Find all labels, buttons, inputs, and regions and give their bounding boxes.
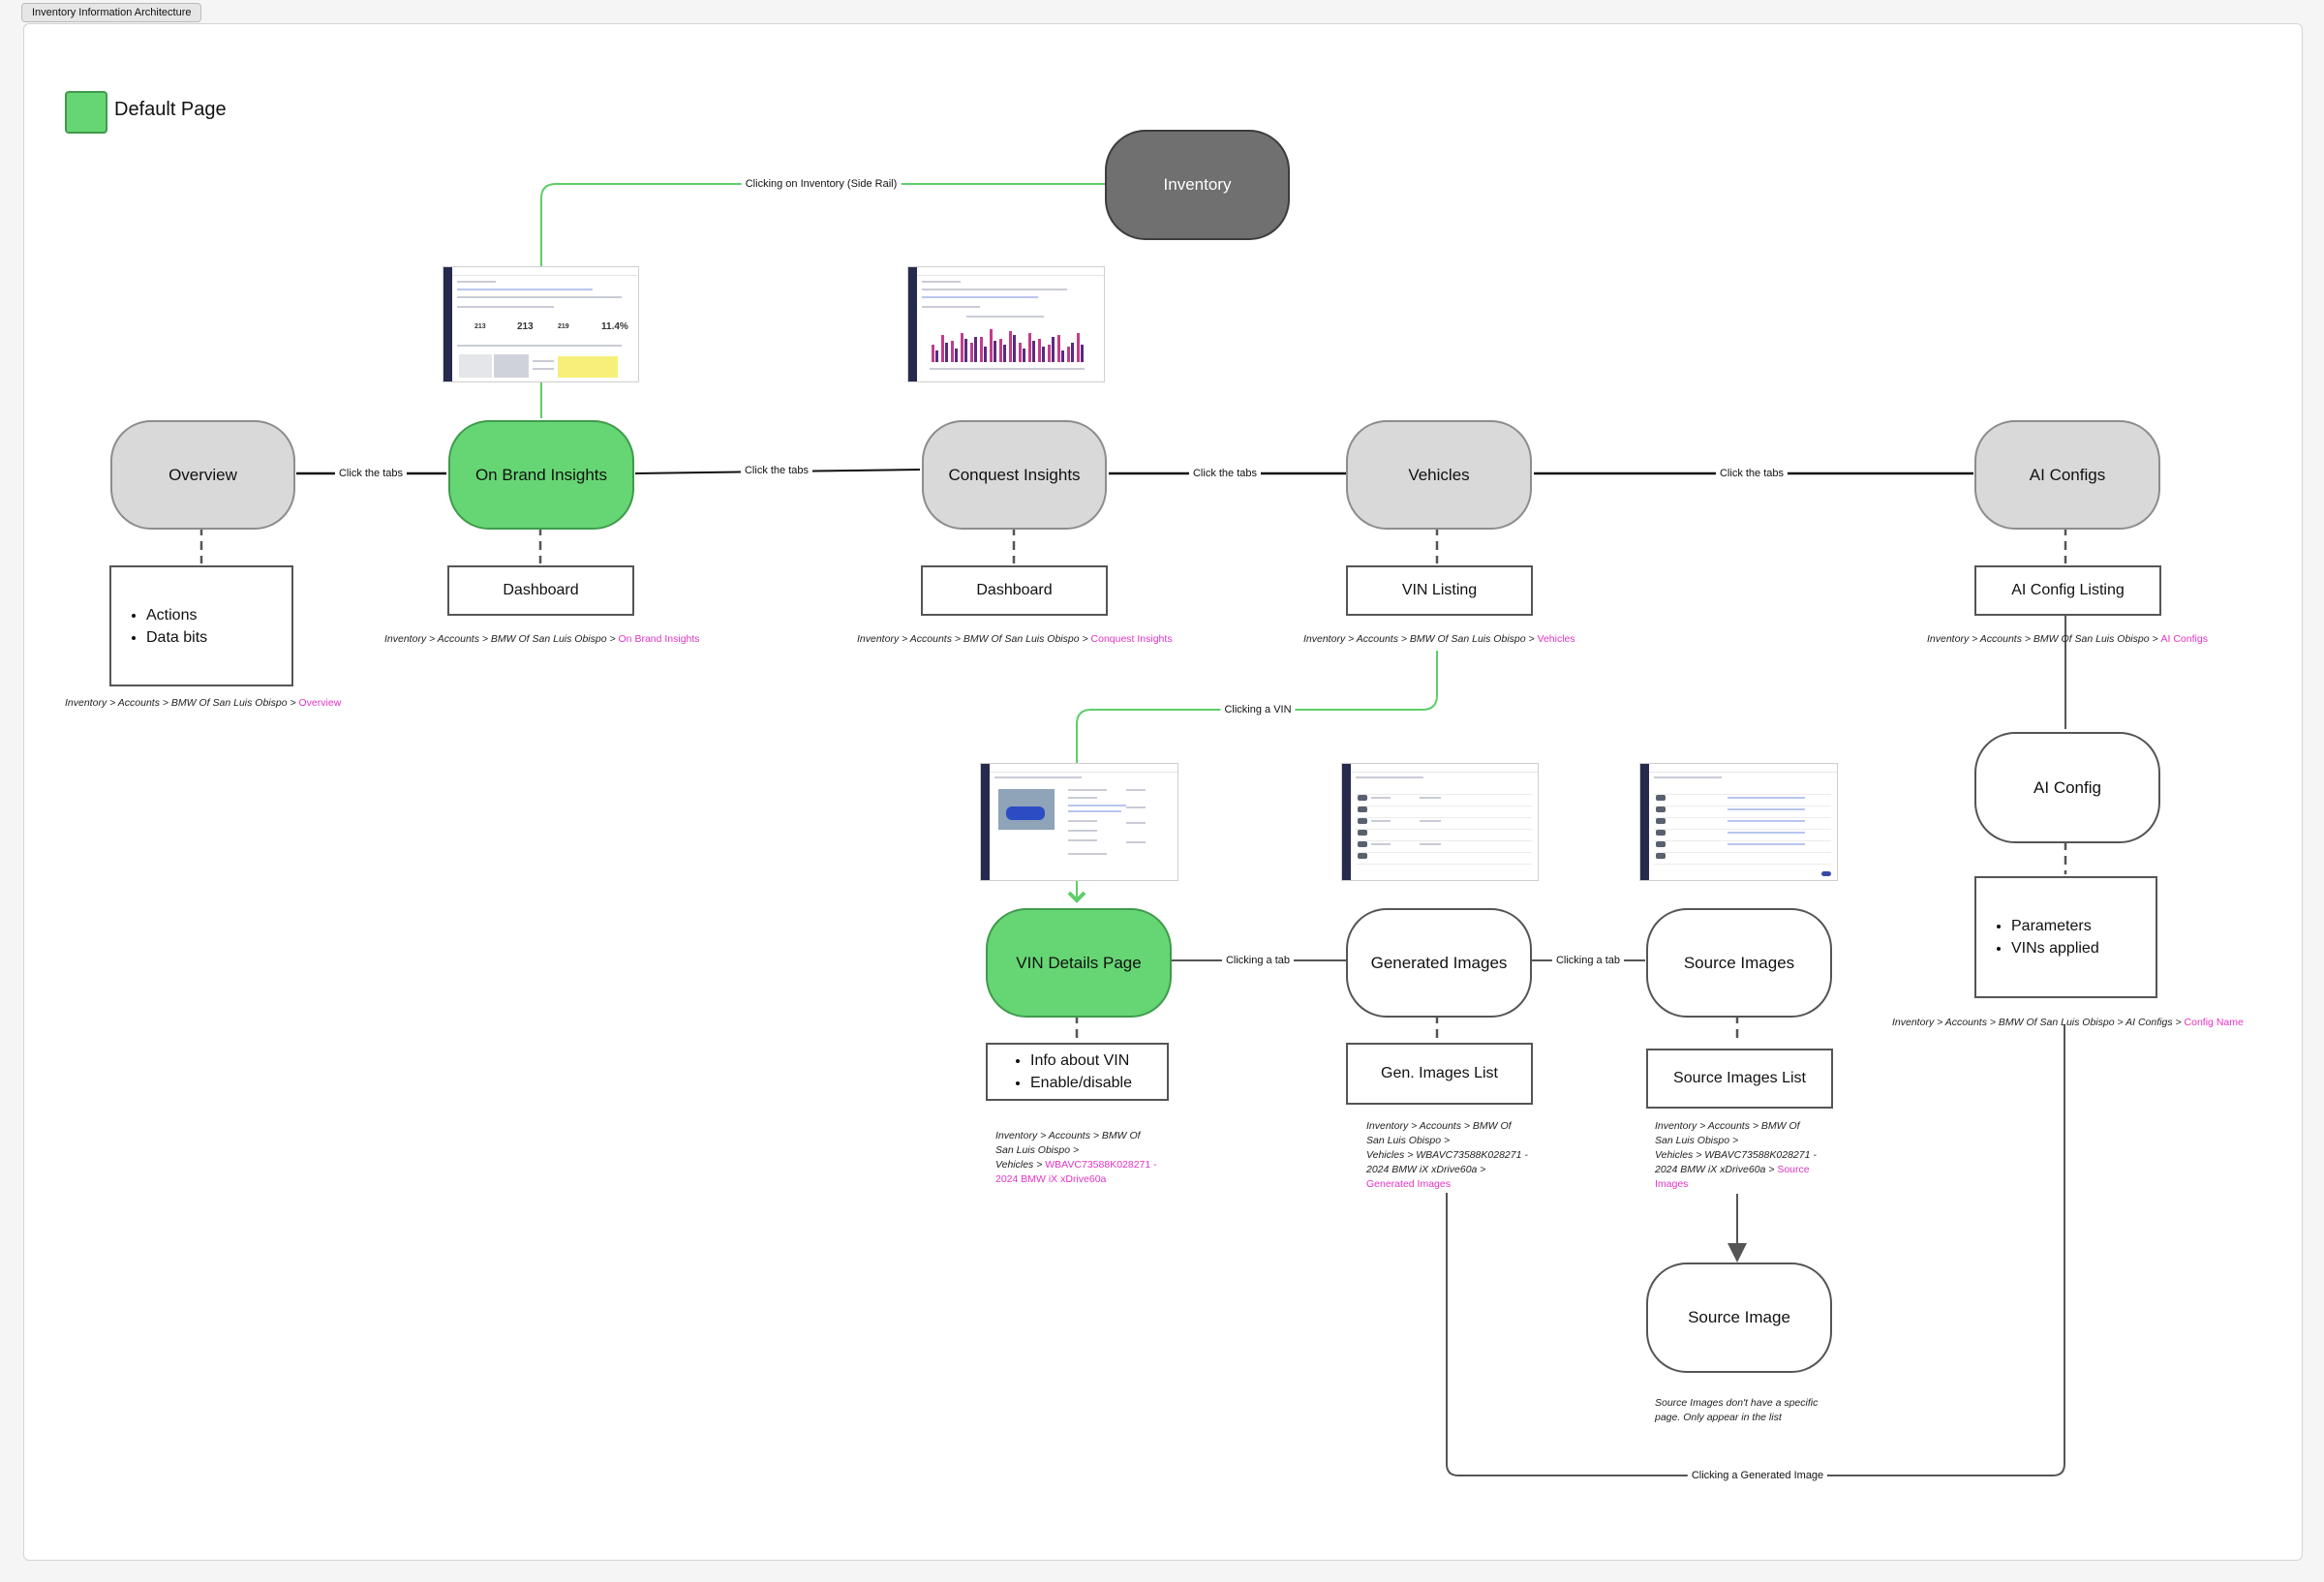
breadcrumb-ai-config: Inventory > Accounts > BMW Of San Luis O… bbox=[1892, 1016, 2244, 1030]
breadcrumb-vehicles: Inventory > Accounts > BMW Of San Luis O… bbox=[1303, 632, 1575, 647]
breadcrumb-line: Inventory > Accounts > BMW Of bbox=[995, 1130, 1141, 1141]
breadcrumb-current[interactable]: WBAVC73588K028271 - bbox=[1045, 1159, 1157, 1171]
on-brand-insights-thumbnail[interactable]: 213 213 219 11.4% bbox=[443, 266, 639, 382]
source-image-node[interactable]: Source Image bbox=[1646, 1263, 1832, 1373]
edge-label-clicking-generated-image: Clicking a Generated Image bbox=[1687, 1470, 1828, 1481]
conquest-insights-node[interactable]: Conquest Insights bbox=[922, 420, 1107, 530]
breadcrumb-line: Vehicles > WBAVC73588K028271 - bbox=[1366, 1149, 1528, 1161]
breadcrumb-path: Inventory > Accounts > BMW Of San Luis O… bbox=[65, 697, 299, 709]
stat-value: 11.4% bbox=[601, 321, 628, 332]
edge-label-clicking-tab: Clicking a tab bbox=[1551, 955, 1625, 966]
vin-details-thumbnail[interactable] bbox=[980, 763, 1178, 881]
legend-default-page-swatch bbox=[65, 91, 107, 134]
ai-config-detail-item: Parameters bbox=[2011, 915, 2099, 937]
breadcrumb-path: Inventory > Accounts > BMW Of San Luis O… bbox=[857, 633, 1091, 645]
overview-detail-item: Actions bbox=[146, 604, 207, 626]
vin-detail-item: Info about VIN bbox=[1030, 1050, 1132, 1072]
stat-value: 213 bbox=[474, 323, 486, 330]
breadcrumb-path: Inventory > Accounts > BMW Of San Luis O… bbox=[1303, 633, 1538, 645]
breadcrumb-generated-images: Inventory > Accounts > BMW Of San Luis O… bbox=[1366, 1119, 1528, 1192]
edge-label-click-tabs: Click the tabs bbox=[740, 465, 813, 476]
source-images-node[interactable]: Source Images bbox=[1646, 908, 1832, 1018]
source-images-thumbnail[interactable] bbox=[1639, 763, 1838, 881]
breadcrumb-path: Inventory > Accounts > BMW Of San Luis O… bbox=[1892, 1017, 2185, 1028]
canvas-title-tab[interactable]: Inventory Information Architecture bbox=[21, 3, 202, 22]
edge-label-click-tabs: Click the tabs bbox=[334, 468, 408, 479]
vin-detail-item: Enable/disable bbox=[1030, 1072, 1132, 1094]
ai-config-listing-box[interactable]: AI Config Listing bbox=[1974, 565, 2161, 616]
breadcrumb-source-images: Inventory > Accounts > BMW Of San Luis O… bbox=[1655, 1119, 1817, 1192]
breadcrumb-current[interactable]: Images bbox=[1655, 1178, 1689, 1190]
breadcrumb-conquest: Inventory > Accounts > BMW Of San Luis O… bbox=[857, 632, 1173, 647]
breadcrumb-line: 2024 BMW iX xDrive60a > bbox=[1366, 1164, 1486, 1175]
overview-detail-item: Data bits bbox=[146, 626, 207, 649]
legend-default-page-label: Default Page bbox=[114, 99, 227, 120]
breadcrumb-current[interactable]: Overview bbox=[298, 697, 342, 709]
overview-node[interactable]: Overview bbox=[110, 420, 295, 530]
note-line: page. Only appear in the list bbox=[1655, 1412, 1782, 1423]
on-brand-dashboard-box[interactable]: Dashboard bbox=[447, 565, 634, 616]
stat-value: 219 bbox=[558, 323, 569, 330]
breadcrumb-line: San Luis Obispo > bbox=[995, 1144, 1080, 1156]
side-rail-connector bbox=[540, 183, 1106, 418]
stat-value: 213 bbox=[517, 321, 534, 332]
overview-details-box: Actions Data bits bbox=[109, 565, 293, 686]
breadcrumb-line: San Luis Obispo > bbox=[1655, 1135, 1739, 1146]
breadcrumb-line: San Luis Obispo > bbox=[1366, 1135, 1451, 1146]
breadcrumb-current[interactable]: On Brand Insights bbox=[618, 633, 700, 645]
edge-label-click-tabs: Click the tabs bbox=[1188, 468, 1262, 479]
ai-config-detail-item: VINs applied bbox=[2011, 937, 2099, 959]
breadcrumb-current[interactable]: AI Configs bbox=[2160, 633, 2208, 645]
conquest-dashboard-box[interactable]: Dashboard bbox=[921, 565, 1108, 616]
source-image-note: Source Images don't have a specific page… bbox=[1655, 1396, 1818, 1425]
breadcrumb-path: Inventory > Accounts > BMW Of San Luis O… bbox=[384, 633, 619, 645]
generated-images-node[interactable]: Generated Images bbox=[1346, 908, 1532, 1018]
breadcrumb-path: Inventory > Accounts > BMW Of San Luis O… bbox=[1927, 633, 2161, 645]
breadcrumb-current[interactable]: Generated Images bbox=[1366, 1178, 1451, 1190]
source-images-list-box[interactable]: Source Images List bbox=[1646, 1049, 1833, 1109]
vin-listing-box[interactable]: VIN Listing bbox=[1346, 565, 1533, 616]
on-brand-insights-node[interactable]: On Brand Insights bbox=[448, 420, 634, 530]
vin-details-page-node[interactable]: VIN Details Page bbox=[986, 908, 1172, 1018]
breadcrumb-current[interactable]: Vehicles bbox=[1537, 633, 1575, 645]
breadcrumb-line: Vehicles > bbox=[995, 1159, 1046, 1171]
breadcrumb-line: Vehicles > WBAVC73588K028271 - bbox=[1655, 1149, 1817, 1161]
breadcrumb-line: Inventory > Accounts > BMW Of bbox=[1655, 1120, 1800, 1132]
breadcrumb-overview: Inventory > Accounts > BMW Of San Luis O… bbox=[65, 696, 341, 711]
edge-label-clicking-vin: Clicking a VIN bbox=[1220, 704, 1296, 715]
edge-label-clicking-tab: Clicking a tab bbox=[1221, 955, 1295, 966]
breadcrumb-current[interactable]: 2024 BMW iX xDrive60a bbox=[995, 1173, 1107, 1185]
generated-images-thumbnail[interactable] bbox=[1341, 763, 1539, 881]
edge-label-side-rail: Clicking on Inventory (Side Rail) bbox=[741, 178, 902, 190]
gen-images-list-box[interactable]: Gen. Images List bbox=[1346, 1043, 1533, 1105]
breadcrumb-ai-configs: Inventory > Accounts > BMW Of San Luis O… bbox=[1927, 632, 2208, 647]
ai-configs-node[interactable]: AI Configs bbox=[1974, 420, 2160, 530]
vin-details-box: Info about VIN Enable/disable bbox=[986, 1043, 1169, 1101]
ai-config-node[interactable]: AI Config bbox=[1974, 732, 2160, 843]
breadcrumb-line: 2024 BMW iX xDrive60a > bbox=[1655, 1164, 1778, 1175]
breadcrumb-current[interactable]: Conquest Insights bbox=[1090, 633, 1173, 645]
ai-config-details-box: Parameters VINs applied bbox=[1974, 876, 2157, 998]
note-line: Source Images don't have a specific bbox=[1655, 1397, 1819, 1409]
edge-label-click-tabs: Click the tabs bbox=[1715, 468, 1789, 479]
conquest-insights-thumbnail[interactable] bbox=[907, 266, 1105, 382]
breadcrumb-current[interactable]: Source bbox=[1777, 1164, 1810, 1175]
inventory-node[interactable]: Inventory bbox=[1105, 130, 1290, 240]
breadcrumb-on-brand: Inventory > Accounts > BMW Of San Luis O… bbox=[384, 632, 700, 647]
breadcrumb-vin-details: Inventory > Accounts > BMW Of San Luis O… bbox=[995, 1129, 1157, 1187]
breadcrumb-line: Inventory > Accounts > BMW Of bbox=[1366, 1120, 1512, 1132]
breadcrumb-current[interactable]: Config Name bbox=[2184, 1017, 2244, 1028]
vehicles-node[interactable]: Vehicles bbox=[1346, 420, 1532, 530]
